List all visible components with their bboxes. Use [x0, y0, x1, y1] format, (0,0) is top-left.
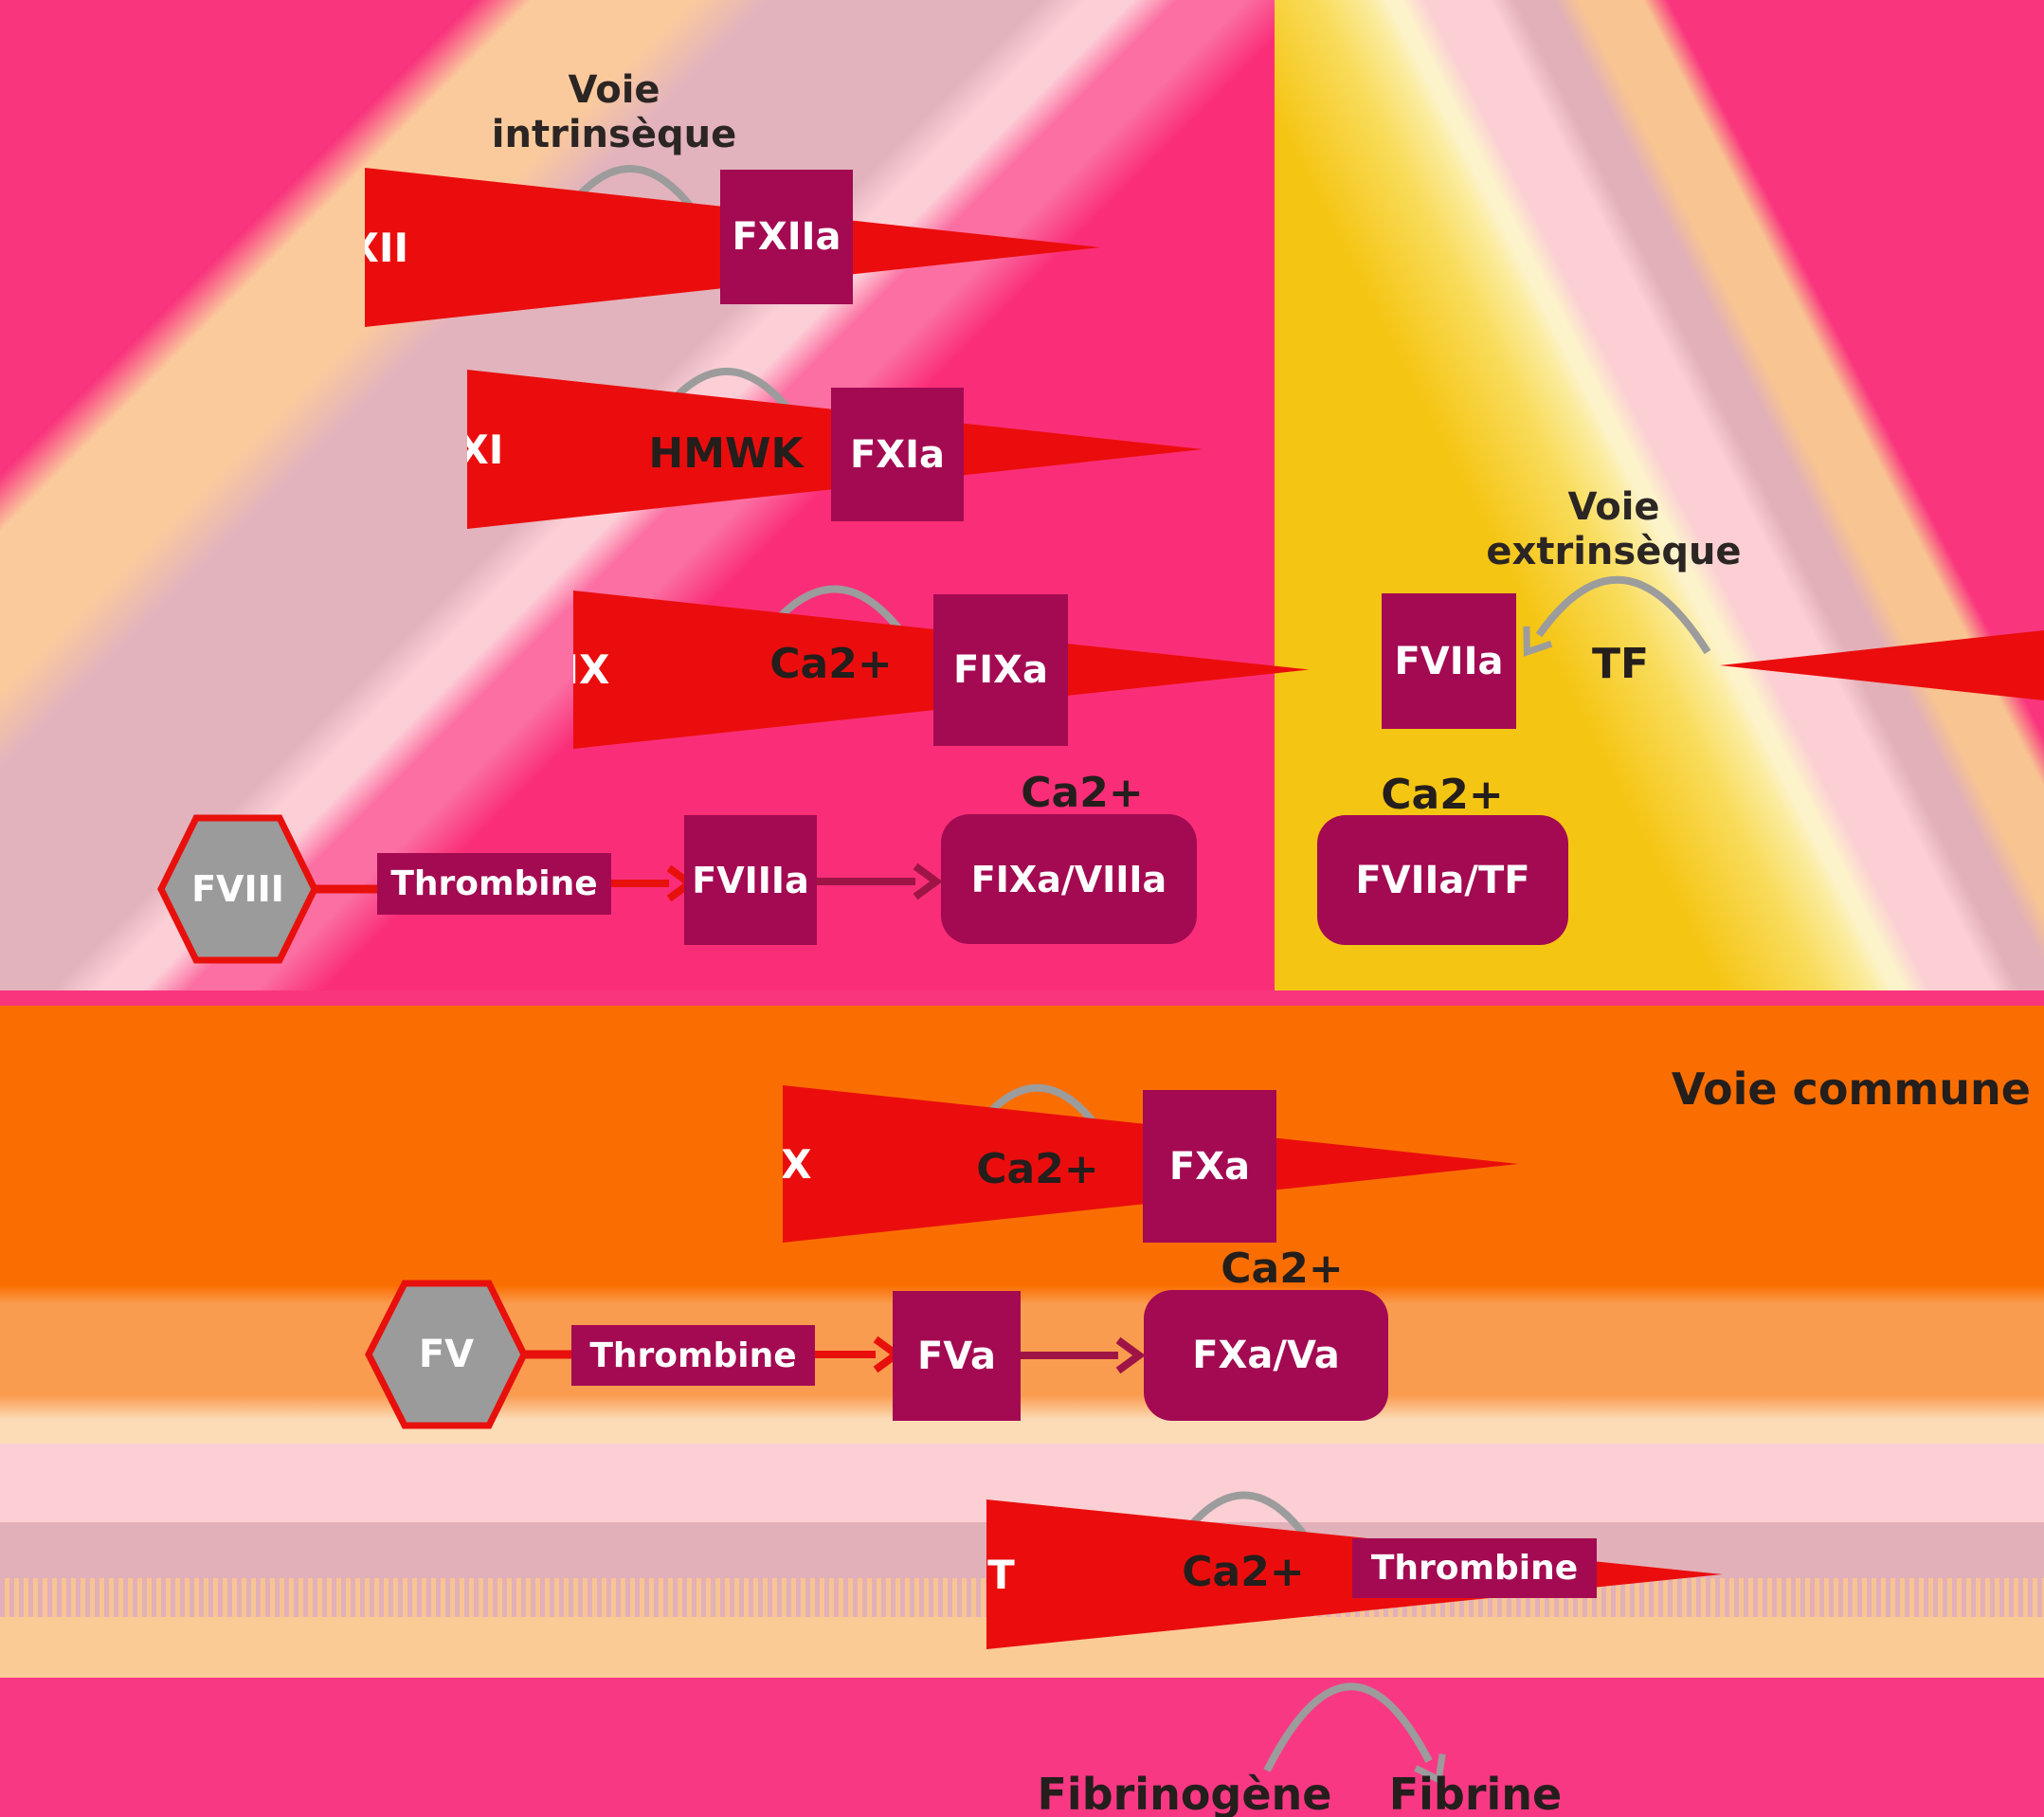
fviia-label: FVIIa — [1394, 639, 1504, 683]
common-pathway-title: Voie commune — [1671, 1063, 2031, 1115]
fixa-viiia-complex-box: FIXa/VIIIa — [941, 814, 1197, 944]
ca-fx-wrap: Ca2+ — [943, 1144, 1132, 1193]
fv-hexagon-label-wrap: FV — [369, 1283, 524, 1426]
fixa-viiia-label: FIXa/VIIIa — [970, 858, 1167, 900]
intrinsic-title-line2: intrinsèque — [491, 113, 737, 157]
tf-label-wrap: TF — [1526, 639, 1715, 688]
fxa-va-label: FXa/Va — [1192, 1334, 1340, 1377]
orange-band-2 — [0, 1285, 2044, 1395]
fxia-box: FXIa — [831, 388, 964, 521]
ca-fix-wrap: Ca2+ — [736, 639, 926, 688]
ca-fviiatf-label: Ca2+ — [1381, 770, 1504, 819]
fxiia-label: FXIIa — [732, 215, 841, 259]
ca-fxava-label: Ca2+ — [1221, 1244, 1344, 1293]
extrinsic-pathway-title: Voie extrinsèque — [1424, 485, 1803, 574]
fviiia-box: FVIIIa — [684, 815, 817, 945]
ca-fix-label: Ca2+ — [769, 639, 893, 688]
extrinsic-title-line1: Voie — [1567, 485, 1660, 529]
tf-label: TF — [1591, 639, 1650, 688]
fibrinogen-wrap: Fibrinogène — [995, 1769, 1374, 1817]
intrinsic-title-line1: Voie — [568, 68, 660, 112]
fxia-label: FXIa — [849, 432, 946, 477]
fx-label: FX — [753, 1140, 812, 1188]
bottom-pink-band — [0, 1678, 2044, 1817]
intrinsic-pathway-title: Voie intrinsèque — [425, 68, 804, 157]
ca-fviiatf-wrap: Ca2+ — [1348, 770, 1537, 819]
fxii-label: FXII — [320, 224, 409, 271]
ca-pt-wrap: Ca2+ — [1149, 1547, 1338, 1596]
fxiia-box: FXIIa — [720, 170, 853, 304]
thrombine-result-label: Thrombine — [1370, 1549, 1579, 1588]
thrombine-common-label: Thrombine — [589, 1335, 797, 1375]
fviia-tf-complex-box: FVIIa/TF — [1317, 815, 1568, 945]
ca-fixaviiia-wrap: Ca2+ — [987, 768, 1177, 817]
fviia-tf-label: FVIIa/TF — [1355, 858, 1530, 902]
fibrin-label: Fibrine — [1388, 1769, 1563, 1817]
fxa-va-complex-box: FXa/Va — [1144, 1290, 1388, 1421]
ca-fxava-wrap: Ca2+ — [1187, 1244, 1377, 1293]
thrombine-result-box: Thrombine — [1352, 1538, 1597, 1598]
hmwk-label-wrap: HMWK — [631, 428, 821, 478]
fva-box: FVa — [893, 1291, 1021, 1421]
fxa-label: FXa — [1168, 1144, 1251, 1189]
fviii-hexagon-label-wrap: FVIII — [161, 818, 315, 960]
hmwk-label: HMWK — [648, 428, 804, 478]
fibrinogen-label: Fibrinogène — [1037, 1769, 1332, 1817]
fxa-box: FXa — [1143, 1090, 1276, 1243]
ca-fx-label: Ca2+ — [976, 1144, 1099, 1193]
fviii-label: FVIII — [191, 868, 284, 910]
pt-label: PT — [958, 1551, 1015, 1598]
fviiia-label: FVIIIa — [692, 859, 809, 901]
fixa-label: FIXa — [952, 648, 1049, 692]
fxi-label: FXI — [430, 426, 504, 473]
fva-label: FVa — [916, 1334, 997, 1378]
fix-label: FIX — [536, 646, 610, 693]
fibrin-wrap: Fibrine — [1333, 1769, 1618, 1817]
pink-divider-strip — [0, 990, 2044, 1006]
thrombine-intrinsic-label: Thrombine — [390, 864, 598, 903]
thrombine-box-common: Thrombine — [571, 1325, 815, 1386]
ca-fixaviiia-label: Ca2+ — [1021, 768, 1144, 817]
ca-pt-label: Ca2+ — [1182, 1547, 1305, 1596]
extrinsic-title-line2: extrinsèque — [1486, 530, 1742, 574]
fv-label: FV — [418, 1333, 475, 1376]
cream-band — [0, 1395, 2044, 1444]
fixa-box: FIXa — [933, 594, 1068, 746]
thrombine-box-intrinsic: Thrombine — [377, 853, 611, 915]
fviia-box: FVIIa — [1382, 593, 1516, 729]
